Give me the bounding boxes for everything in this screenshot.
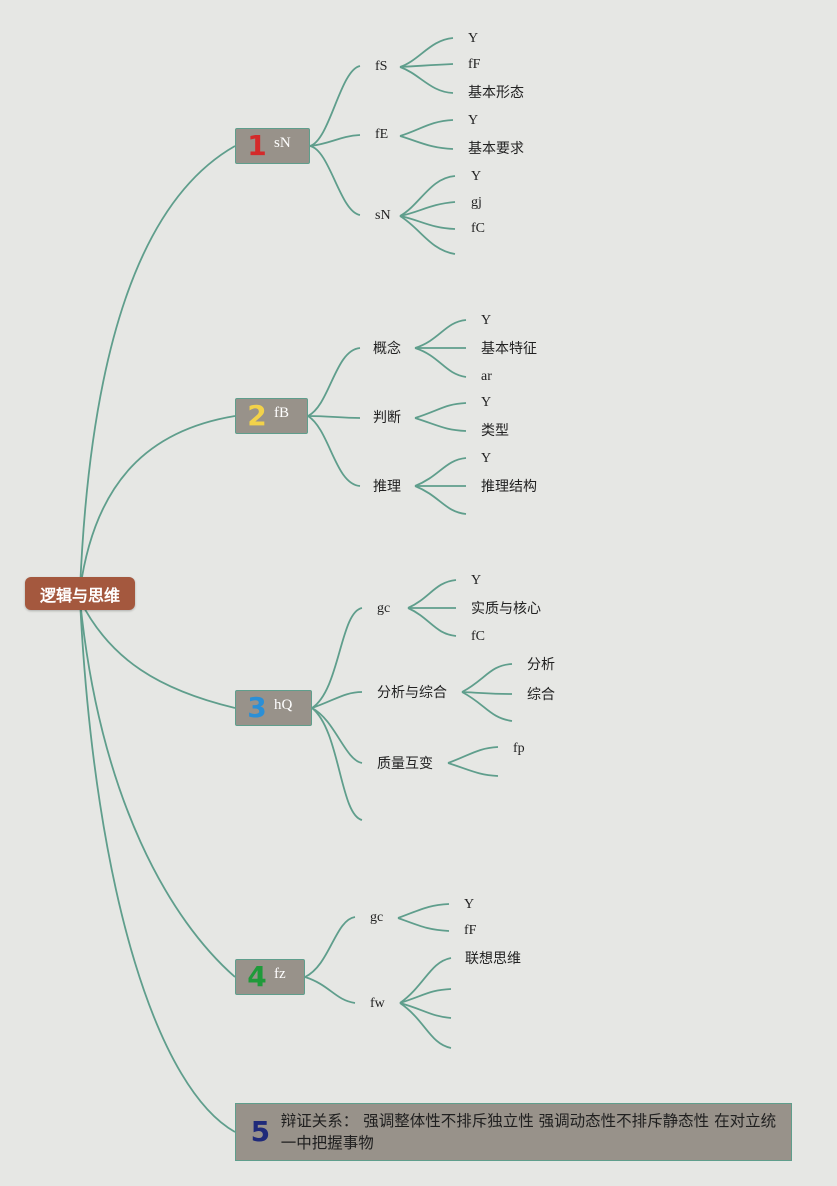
branch-node-3[interactable]: 3 hQ [235,690,312,726]
leaf-2-3-1[interactable]: Y [481,451,492,466]
leaf-3-1-1[interactable]: Y [471,573,482,588]
subtopic-1-2[interactable]: fE [375,127,389,142]
edge-b1-s1-l2 [399,63,454,68]
edge-b3-s2-l1 [461,663,513,693]
edge-b1-s2-l2 [399,135,454,150]
leaf-1-2-1[interactable]: Y [468,113,479,128]
leaf-4-1-2[interactable]: fF [464,923,477,938]
leaf-4-1-1[interactable]: Y [464,897,475,912]
leaf-3-1-2[interactable]: 实质与核心 [471,601,541,617]
edge-b4-s1-l2 [397,917,450,932]
branch-node-1[interactable]: 1 sN [235,128,310,164]
edge-b4-s2 [304,976,356,1004]
branch-number-3: 3 [247,691,267,724]
leaf-1-1-3[interactable]: 基本形态 [468,85,524,101]
edge-b2-s1 [307,347,361,417]
branch-label-1: sN [274,134,291,151]
leaf-1-2-2[interactable]: 基本要求 [468,141,524,157]
leaf-3-1-3[interactable]: fC [471,629,485,644]
edge-b4-s2-l1 [399,957,452,1004]
edge-b2-s2-l1 [414,402,467,419]
edge-b4-s1-l1 [397,903,450,919]
edge-b1-s1 [309,65,361,147]
edge-root-branch-2 [79,415,236,591]
leaf-1-3-2[interactable]: gj [471,195,482,210]
subtopic-4-1[interactable]: gc [370,910,384,925]
edge-b2-s1-l3 [414,347,467,378]
edge-b1-s2 [309,134,361,147]
subtopic-1-1[interactable]: fS [375,59,388,74]
edge-b3-s1 [311,607,363,709]
edge-b1-s3-l3 [399,215,456,230]
branch-node-2[interactable]: 2 fB [235,398,308,434]
branch-number-5: 5 [250,1115,271,1148]
edge-b3-s2 [311,691,363,709]
edge-b1-s3-l1 [399,175,456,217]
edge-b3-s1-l3 [407,607,457,637]
subtopic-1-3[interactable]: sN [375,208,391,223]
edge-root-branch-4 [79,599,236,978]
edge-b1-s3 [309,145,361,216]
leaf-1-1-1[interactable]: Y [468,31,479,46]
branch-number-2: 2 [247,399,267,432]
edge-b4-s2-l2 [399,988,452,1004]
edge-b4-s1 [304,916,356,978]
branch-number-4: 4 [247,960,267,993]
edge-b1-s1-l1 [399,37,454,68]
subtopic-2-2[interactable]: 判断 [373,410,401,426]
leaf-4-2-1[interactable]: 联想思维 [465,951,521,967]
edge-root-branch-3 [79,599,236,709]
subtopic-3-2[interactable]: 分析与综合 [377,685,447,701]
branch-label-4: fz [274,965,286,982]
branch-label-2: fB [274,404,289,421]
edge-b3-s4 [311,707,363,821]
branch-node-5[interactable]: 5 辩证关系： 强调整体性不排斥独立性 强调动态性不排斥静态性 在对立统一中把握… [235,1103,792,1161]
edge-b1-s1-l3 [399,66,454,94]
branch-label-5: 辩证关系： 强调整体性不排斥独立性 强调动态性不排斥静态性 在对立统一中把握事物 [280,1112,777,1152]
edge-b1-s3-l4 [399,215,456,255]
edge-root-branch-5 [79,599,236,1133]
leaf-2-2-1[interactable]: Y [481,395,492,410]
branch-node-4[interactable]: 4 fz [235,959,305,995]
branch-number-1: 1 [247,129,267,162]
edge-b2-s2 [307,415,361,419]
leaf-2-1-2[interactable]: 基本特征 [481,341,537,357]
leaf-1-3-1[interactable]: Y [471,169,482,184]
edge-b3-s2-l3 [461,691,513,722]
edge-b3-s3-l2 [447,762,499,777]
leaf-2-1-3[interactable]: ar [481,369,492,384]
edge-root-branch-1 [79,145,236,591]
leaf-2-1-1[interactable]: Y [481,313,492,328]
edge-b2-s1-l1 [414,319,467,349]
subtopic-3-3[interactable]: 质量互变 [377,756,433,772]
edge-b2-s3 [307,415,361,487]
leaf-2-2-2[interactable]: 类型 [481,423,509,439]
edge-b3-s2-l2 [461,691,513,695]
leaf-3-3-1[interactable]: fp [513,741,525,756]
edge-b3-s1-l1 [407,579,457,609]
branch-label-3: hQ [274,696,293,713]
subtopic-2-3[interactable]: 推理 [373,479,401,495]
leaf-1-1-2[interactable]: fF [468,57,481,72]
leaf-3-2-2[interactable]: 综合 [527,687,555,703]
edge-b1-s3-l2 [399,201,456,217]
edge-b2-s3-l3 [414,485,467,515]
subtopic-3-1[interactable]: gc [377,601,391,616]
edge-b4-s2-l3 [399,1002,452,1019]
subtopic-2-1[interactable]: 概念 [373,341,401,357]
subtopic-4-2[interactable]: fw [370,996,385,1011]
edge-b2-s3-l1 [414,457,467,487]
leaf-2-3-2[interactable]: 推理结构 [481,479,537,495]
edge-b3-s3 [311,707,363,764]
leaf-1-3-3[interactable]: fC [471,221,485,236]
leaf-3-2-1[interactable]: 分析 [527,657,555,673]
edge-b4-s2-l4 [399,1002,452,1049]
root-node[interactable]: 逻辑与思维 [25,577,135,610]
edge-b2-s2-l2 [414,417,467,432]
edge-b3-s3-l1 [447,746,499,764]
edge-b1-s2-l1 [399,119,454,137]
